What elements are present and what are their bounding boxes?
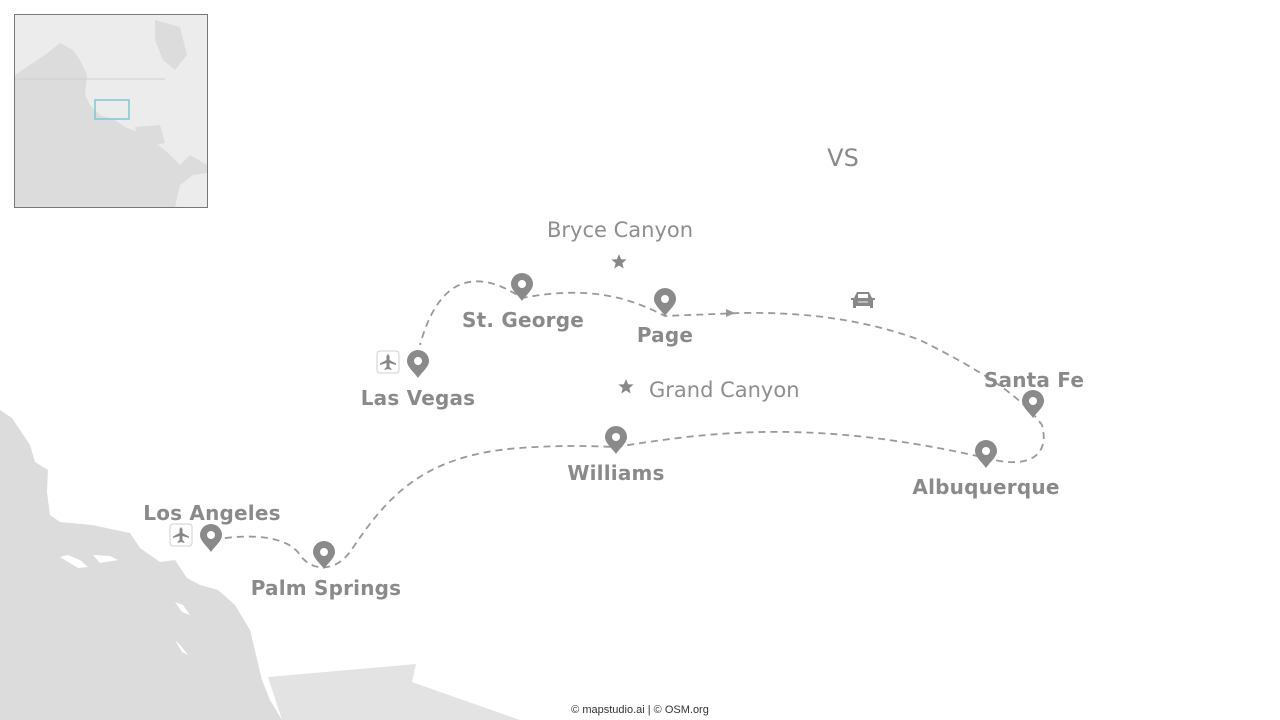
island — [175, 640, 188, 655]
island — [60, 555, 88, 568]
route-line — [212, 280, 1045, 569]
poi-label-grand-canyon[interactable]: Grand Canyon — [649, 378, 800, 402]
city-label-palm-springs[interactable]: Palm Springs — [250, 576, 402, 600]
route-direction-arrow — [726, 309, 735, 317]
map-pin-icon[interactable] — [407, 350, 429, 378]
map-pin-icon[interactable] — [200, 524, 222, 552]
map-pin-icon[interactable] — [654, 288, 676, 316]
poi-label-bryce-canyon[interactable]: Bryce Canyon — [547, 218, 694, 242]
star-icon — [611, 254, 627, 269]
region-label: VS — [827, 144, 859, 172]
city-label-page[interactable]: Page — [636, 323, 694, 347]
inset-view-extent — [94, 99, 130, 120]
star-icon — [618, 379, 634, 394]
city-label-st-george[interactable]: St. George — [462, 308, 584, 332]
city-label-las-vegas[interactable]: Las Vegas — [360, 386, 476, 410]
inset-gulf — [135, 125, 165, 147]
map-pin-icon[interactable] — [975, 440, 997, 468]
inset-land-south-america — [175, 173, 207, 207]
overview-inset-map[interactable] — [14, 14, 208, 208]
city-label-williams[interactable]: Williams — [567, 461, 665, 485]
map-pin-icon[interactable] — [605, 426, 627, 454]
land-mexico — [268, 664, 520, 720]
inset-hudson-bay — [155, 20, 187, 70]
city-label-albuquerque[interactable]: Albuquerque — [912, 475, 1060, 499]
island — [93, 555, 118, 563]
map-pin-icon[interactable] — [1022, 390, 1044, 418]
map-attribution[interactable]: © mapstudio.ai | © OSM.org — [571, 704, 709, 716]
car-icon — [851, 292, 875, 308]
map-pin-icon[interactable] — [511, 273, 533, 301]
city-label-santa-fe[interactable]: Santa Fe — [983, 368, 1085, 392]
map-pin-icon[interactable] — [313, 541, 335, 569]
island — [175, 602, 190, 615]
airplane-icon — [169, 523, 193, 547]
land-california-coast — [0, 410, 282, 720]
city-label-los-angeles[interactable]: Los Angeles — [143, 501, 281, 525]
airplane-icon — [376, 350, 400, 374]
